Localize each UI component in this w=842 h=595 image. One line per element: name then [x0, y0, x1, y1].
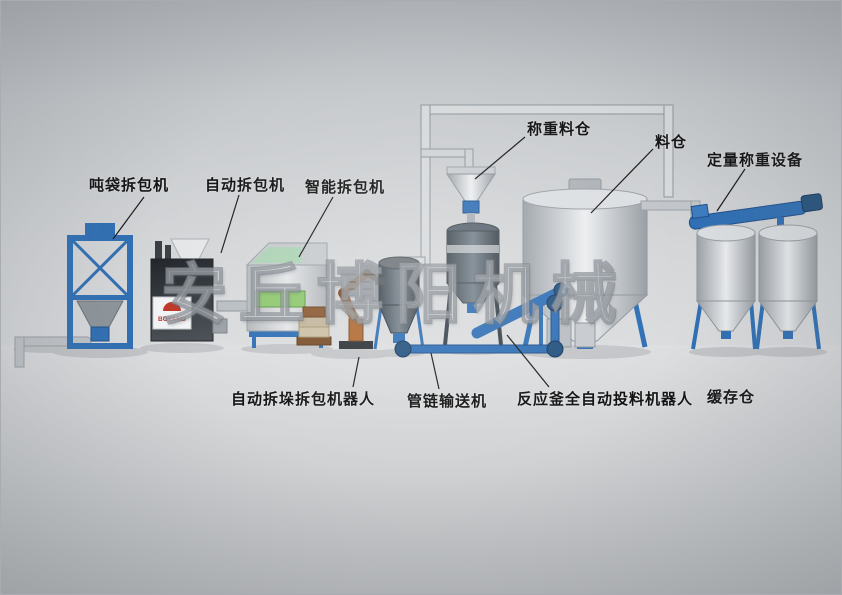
reactor-vessel-graphic [443, 222, 503, 346]
label-buffer-silo: 缓存仓 [707, 389, 756, 406]
cyclone-hopper-graphic [373, 256, 426, 350]
label-tube-chain-conveyor: 管链输送机 [407, 393, 488, 410]
label-ton-bag-unpacker: 吨袋拆包机 [89, 177, 170, 194]
overhead-piping [420, 104, 674, 266]
floor [1, 345, 841, 594]
inclined-feeder-graphic [471, 282, 569, 347]
silo-graphic [521, 178, 701, 349]
ton-bag-unpacker-graphic [67, 223, 133, 349]
label-weighing-hopper: 称重料仓 [527, 121, 592, 138]
weighing-hopper-graphic [446, 166, 496, 227]
label-quantitative-weighing: 定量称重设备 [707, 152, 804, 169]
label-destacking-robot: 自动拆垛拆包机器人 [231, 391, 376, 408]
leader-lines [112, 136, 746, 390]
machine-logo-text: BOYANG [158, 316, 186, 323]
label-reactor-feeding-robot: 反应釜全自动投料机器人 [517, 391, 694, 408]
destacking-robot-graphic [296, 269, 385, 349]
label-smart-unpacker: 智能拆包机 [305, 179, 386, 196]
auto-unpacker-graphic: BOYANG [150, 238, 228, 342]
label-silo: 料仓 [655, 134, 688, 151]
label-auto-unpacker: 自动拆包机 [205, 177, 286, 194]
buffer-silos-graphic [691, 224, 821, 350]
tube-chain-conveyor-graphic [394, 294, 564, 358]
